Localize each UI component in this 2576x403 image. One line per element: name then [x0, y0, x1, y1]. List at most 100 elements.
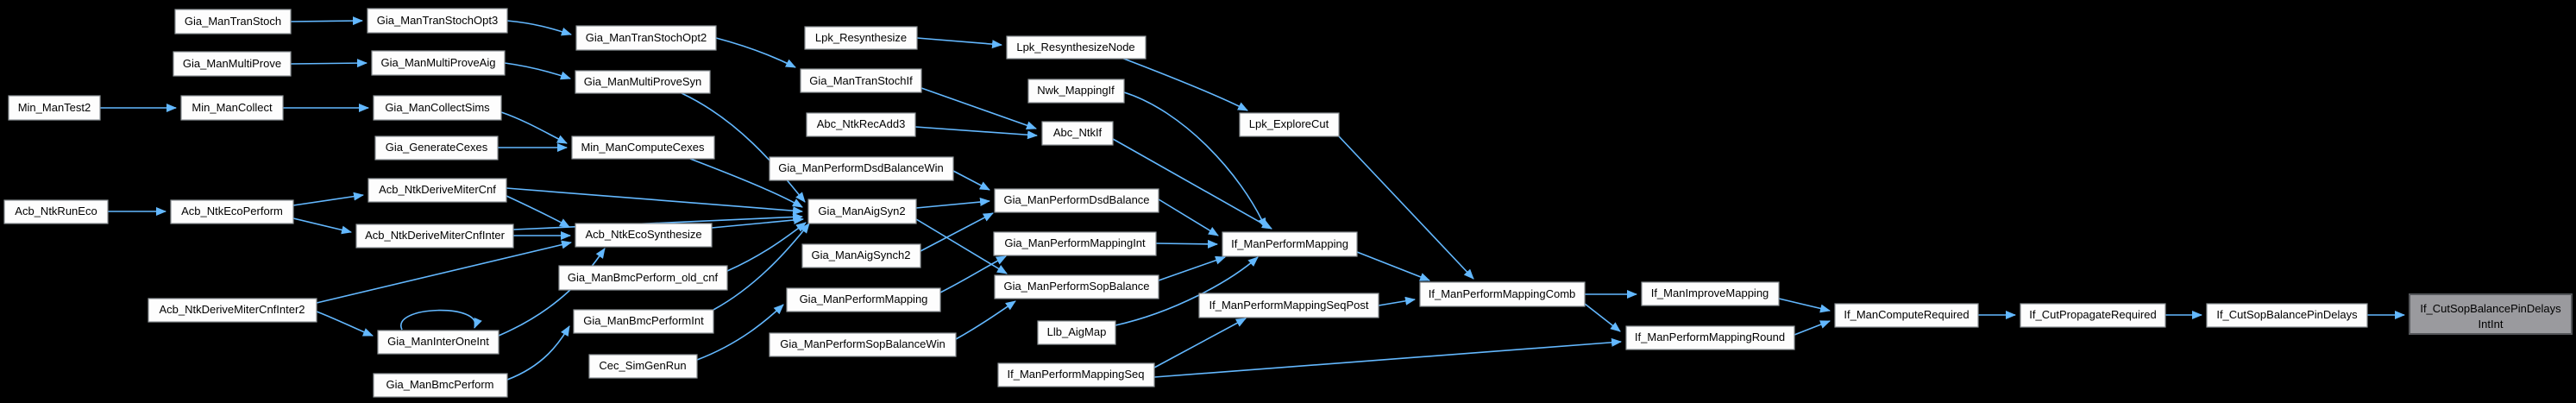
edge-Acb_NtkEcoSynthesize-Gia_ManAigSyn2: [711, 216, 804, 229]
edge-Gia_ManInterOneInt-Acb_NtkEcoSynthesize: [498, 248, 606, 337]
node-label: Gia_ManPerformMappingInt: [1004, 236, 1146, 249]
node-Abc_NtkIf[interactable]: Abc_NtkIf: [1041, 121, 1114, 146]
node-box: [367, 8, 508, 34]
edge-Acb_NtkEcoPerform-Acb_NtkDeriveMiterCnf: [292, 192, 364, 206]
node-Gia_ManTranStochIf[interactable]: Gia_ManTranStochIf: [800, 68, 922, 93]
node-Llb_AigMap[interactable]: Llb_AigMap: [1037, 320, 1116, 345]
node-box: [170, 199, 294, 224]
node-Lpk_ResynthesizeNode[interactable]: Lpk_ResynthesizeNode: [1006, 35, 1147, 60]
node-Gia_ManPerformMappingInt[interactable]: Gia_ManPerformMappingInt: [993, 231, 1157, 256]
node-Gia_ManPerformDsdBalanceWin[interactable]: Gia_ManPerformDsdBalanceWin: [769, 156, 954, 181]
edge-Gia_ManAigSynch2-Gia_ManPerformDsdBalance: [920, 212, 994, 252]
node-Gia_ManBmcPerformInt[interactable]: Gia_ManBmcPerformInt: [573, 309, 714, 334]
node-label: Gia_ManAigSynch2: [812, 249, 911, 261]
node-label: Cec_SimGenRun: [599, 359, 686, 372]
node-Gia_ManBmcPerform_old_cnf[interactable]: Gia_ManBmcPerform_old_cnf: [558, 265, 728, 291]
node-If_ManPerformMappingSeqPost[interactable]: If_ManPerformMappingSeqPost: [1198, 293, 1379, 318]
node-Gia_ManPerformSopBalanceWin[interactable]: Gia_ManPerformSopBalanceWin: [769, 332, 957, 357]
node-Gia_GenerateCexes[interactable]: Gia_GenerateCexes: [374, 135, 499, 161]
node-label: Gia_ManTranStochOpt2: [586, 31, 707, 44]
node-Lpk_Resynthesize[interactable]: Lpk_Resynthesize: [804, 26, 918, 50]
node-Nwk_MappingIf[interactable]: Nwk_MappingIf: [1027, 79, 1125, 104]
node-label: Gia_ManTranStoch: [185, 15, 281, 28]
node-box: [2020, 303, 2166, 328]
node-Gia_ManAigSyn2[interactable]: Gia_ManAigSyn2: [807, 198, 917, 224]
node-Acb_NtkEcoPerform[interactable]: Acb_NtkEcoPerform: [170, 199, 294, 224]
edge-If_ManPerformMappingSeq-If_ManPerformMappingRound: [1153, 337, 1622, 378]
node-If_ManPerformMapping[interactable]: If_ManPerformMapping: [1222, 231, 1358, 257]
edge-Min_ManComputeCexes-Gia_ManAigSyn2: [689, 158, 803, 208]
node-Abc_NtkRecAdd3[interactable]: Abc_NtkRecAdd3: [806, 112, 916, 137]
node-Gia_ManTranStochOpt3[interactable]: Gia_ManTranStochOpt3: [367, 8, 508, 34]
node-Gia_ManPerformDsdBalance[interactable]: Gia_ManPerformDsdBalance: [994, 188, 1159, 213]
edge-If_ManPerformMapping-If_ManPerformMappingComb: [1356, 251, 1430, 281]
node-Gia_ManMultiProve[interactable]: Gia_ManMultiProve: [173, 51, 292, 77]
node-label-line2: IntInt: [2479, 318, 2504, 331]
node-Gia_ManMultiProveSyn[interactable]: Gia_ManMultiProveSyn: [575, 70, 711, 94]
node-Gia_ManInterOneInt[interactable]: Gia_ManInterOneInt: [377, 330, 499, 355]
node-box: [1041, 121, 1114, 146]
node-Gia_ManTranStochOpt2[interactable]: Gia_ManTranStochOpt2: [575, 25, 717, 51]
node-Gia_ManMultiProveAig[interactable]: Gia_ManMultiProveAig: [371, 50, 506, 76]
node-label: Abc_NtkRecAdd3: [817, 117, 906, 130]
node-Acb_NtkEcoSynthesize[interactable]: Acb_NtkEcoSynthesize: [575, 223, 713, 248]
edge-Gia_ManPerformMappingInt-If_ManPerformMapping: [1155, 239, 1218, 249]
node-Gia_ManAigSynch2[interactable]: Gia_ManAigSynch2: [801, 243, 921, 268]
node-If_ManPerformMappingRound[interactable]: If_ManPerformMappingRound: [1625, 325, 1795, 350]
edge-Nwk_MappingIf-If_ManPerformMapping: [1123, 91, 1266, 229]
node-If_CutPropagateRequired[interactable]: If_CutPropagateRequired: [2020, 303, 2166, 328]
node-Acb_NtkDeriveMiterCnfInter2[interactable]: Acb_NtkDeriveMiterCnfInter2: [148, 298, 317, 323]
edge-Gia_ManPerformSopBalance-If_ManPerformMapping: [1158, 255, 1226, 281]
edge-Gia_ManMultiProve-Gia_ManMultiProveAig: [290, 59, 368, 68]
node-label: Acb_NtkDeriveMiterCnf: [379, 183, 496, 196]
node-box: [769, 332, 957, 357]
node-If_CutSopBalancePinDelays[interactable]: If_CutSopBalancePinDelays: [2206, 303, 2368, 328]
edge-If_ManPerformMappingComb-If_ManPerformMappingRound: [1584, 303, 1621, 332]
node-Acb_NtkRunEco[interactable]: Acb_NtkRunEco: [3, 199, 109, 224]
node-box: [373, 373, 508, 398]
node-label: Nwk_MappingIf: [1037, 84, 1115, 97]
node-box: [374, 135, 499, 161]
node-box: [355, 224, 514, 249]
node-box: [1037, 320, 1116, 345]
node-label: Lpk_ResynthesizeNode: [1016, 41, 1134, 54]
node-label: Min_ManComputeCexes: [581, 141, 705, 154]
node-box: [3, 199, 109, 224]
edge-layer: [100, 16, 2405, 381]
node-Min_ManCollect[interactable]: Min_ManCollect: [180, 95, 284, 121]
node-box: [174, 9, 292, 35]
node-label: Gia_ManTranStochOpt3: [377, 14, 498, 27]
edge-Llb_AigMap-If_ManPerformMapping: [1115, 256, 1259, 326]
edge-If_ManImproveMapping-If_ManComputeRequired: [1778, 298, 1831, 313]
node-label: Gia_ManAigSyn2: [818, 205, 905, 217]
node-If_ManPerformMappingComb[interactable]: If_ManPerformMappingComb: [1419, 281, 1586, 307]
node-Lpk_ExploreCut[interactable]: Lpk_ExploreCut: [1239, 112, 1340, 137]
node-Gia_ManCollectSims[interactable]: Gia_ManCollectSims: [373, 95, 502, 121]
node-box: [573, 309, 714, 334]
node-label: If_ManPerformMappingSeq: [1008, 368, 1145, 381]
node-Cec_SimGenRun[interactable]: Cec_SimGenRun: [588, 354, 698, 379]
node-label: Gia_ManPerformDsdBalance: [1003, 193, 1149, 206]
node-Gia_ManPerformSopBalance[interactable]: Gia_ManPerformSopBalance: [994, 274, 1159, 299]
node-label: Gia_ManMultiProveAig: [381, 56, 496, 69]
node-Gia_ManBmcPerform[interactable]: Gia_ManBmcPerform: [373, 373, 508, 398]
edge-Lpk_ResynthesizeNode-Lpk_ExploreCut: [1121, 57, 1248, 111]
node-If_ManComputeRequired[interactable]: If_ManComputeRequired: [1834, 303, 1979, 328]
edge-Acb_NtkEcoPerform-Acb_NtkDeriveMiterCnfInter: [292, 217, 352, 235]
node-Gia_ManPerformMapping[interactable]: Gia_ManPerformMapping: [786, 287, 941, 312]
node-box: [801, 243, 921, 268]
node-Gia_ManTranStoch[interactable]: Gia_ManTranStoch: [174, 9, 292, 35]
node-If_ManPerformMappingSeq[interactable]: If_ManPerformMappingSeq: [997, 362, 1155, 387]
node-label: Gia_ManPerformSopBalanceWin: [780, 337, 945, 350]
edge-Cec_SimGenRun-Gia_ManPerformMapping: [696, 304, 784, 361]
node-label: Abc_NtkIf: [1053, 126, 1103, 139]
node-Acb_NtkDeriveMiterCnfInter[interactable]: Acb_NtkDeriveMiterCnfInter: [355, 224, 514, 249]
node-Min_ManComputeCexes[interactable]: Min_ManComputeCexes: [571, 135, 715, 160]
edge-Gia_ManMultiProveAig-Gia_ManMultiProveSyn: [504, 62, 571, 80]
node-If_ManImproveMapping[interactable]: If_ManImproveMapping: [1641, 281, 1780, 306]
node-box: [575, 223, 713, 248]
node-Acb_NtkDeriveMiterCnf[interactable]: Acb_NtkDeriveMiterCnf: [368, 178, 507, 203]
node-Min_ManTest2[interactable]: Min_ManTest2: [8, 95, 101, 121]
